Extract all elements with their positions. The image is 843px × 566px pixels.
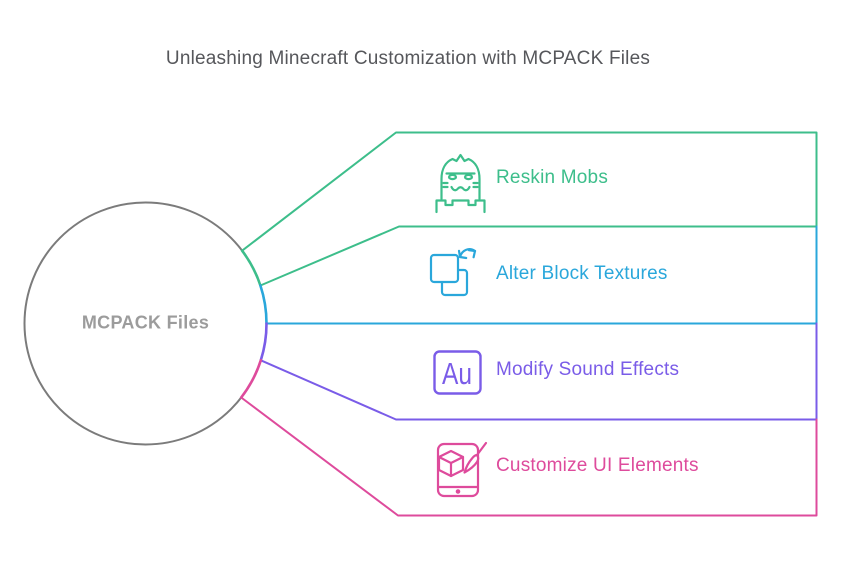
- branch-line-modify-sound-effects: [259, 322, 818, 421]
- branch-label-alter-block-textures: Alter Block Textures: [496, 263, 668, 284]
- page-title: Unleashing Minecraft Customization with …: [165, 48, 651, 69]
- circle-arc-blue: [259, 284, 268, 325]
- audio-au-icon: Au: [433, 350, 482, 395]
- branch-label-modify-sound-effects: Modify Sound Effects: [496, 359, 680, 380]
- swap-blocks-icon: [429, 248, 477, 297]
- branch-label-customize-ui-elements: Customize UI Elements: [496, 455, 699, 476]
- branch-line-reskin-mobs: [241, 131, 818, 287]
- branch-line-customize-ui-elements: [240, 396, 818, 517]
- circle-arc-green: [240, 249, 262, 287]
- branch-label-reskin-mobs: Reskin Mobs: [496, 167, 609, 188]
- circle-arc-pink: [239, 359, 263, 399]
- center-node-label: MCPACK Files: [81, 312, 210, 333]
- phone-paintbrush-icon: [436, 441, 488, 498]
- mob-head-icon: [435, 153, 486, 214]
- au-icon-text: Au: [442, 356, 472, 391]
